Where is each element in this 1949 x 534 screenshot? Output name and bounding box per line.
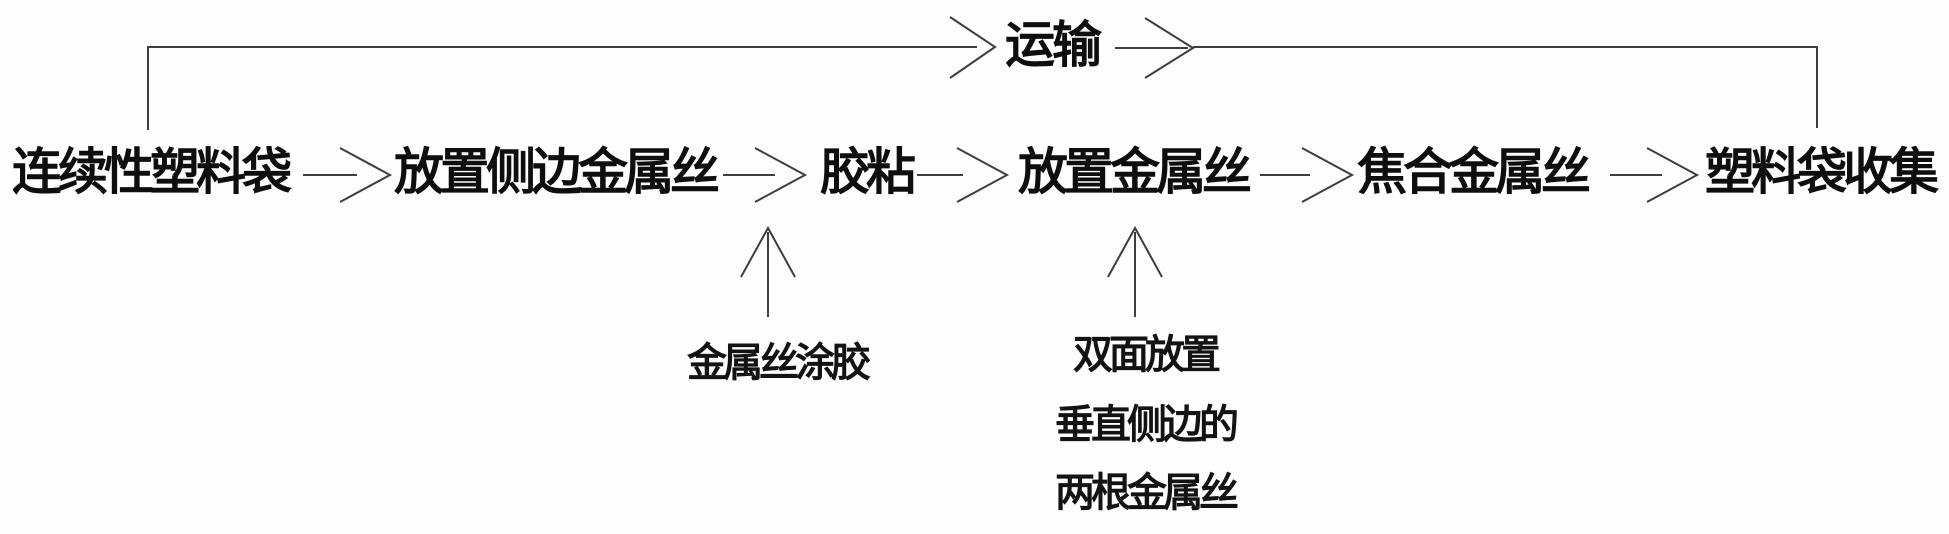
arrow-up-icon	[740, 225, 796, 317]
arrow-right-icon	[1260, 147, 1355, 203]
annotation-double-side-wires-line-2: 垂直侧边的	[1055, 402, 1239, 447]
arrow-right-icon	[949, 16, 997, 79]
arrow-right-icon	[723, 147, 808, 203]
transport-route-line-right	[1193, 46, 1818, 128]
flow-node-fuse-wire: 焦合金属丝	[1357, 144, 1591, 200]
arrow-up-icon	[1107, 225, 1163, 317]
arrow-right-icon	[1610, 147, 1700, 203]
annotation-wire-gluing: 金属丝涂胶	[687, 340, 871, 385]
flow-node-place-side-wire: 放置侧边金属丝	[394, 144, 720, 200]
flow-node-place-wire: 放置金属丝	[1018, 144, 1252, 200]
annotation-double-side-wires-line-3: 两根金属丝	[1055, 470, 1239, 515]
annotation-double-side-wires-line-1: 双面放置	[1073, 332, 1221, 377]
transport-route-line-left	[147, 46, 977, 130]
flow-node-glue-bonding: 胶粘	[820, 144, 916, 200]
flow-node-continuous-plastic-bag: 连续性塑料袋	[12, 144, 292, 200]
arrow-right-icon	[917, 147, 1010, 203]
arrow-right-icon	[303, 147, 393, 203]
transport-label: 运输	[1005, 17, 1102, 73]
flow-node-bag-collection: 塑料袋收集	[1705, 144, 1939, 200]
arrow-right-icon	[1115, 17, 1195, 79]
